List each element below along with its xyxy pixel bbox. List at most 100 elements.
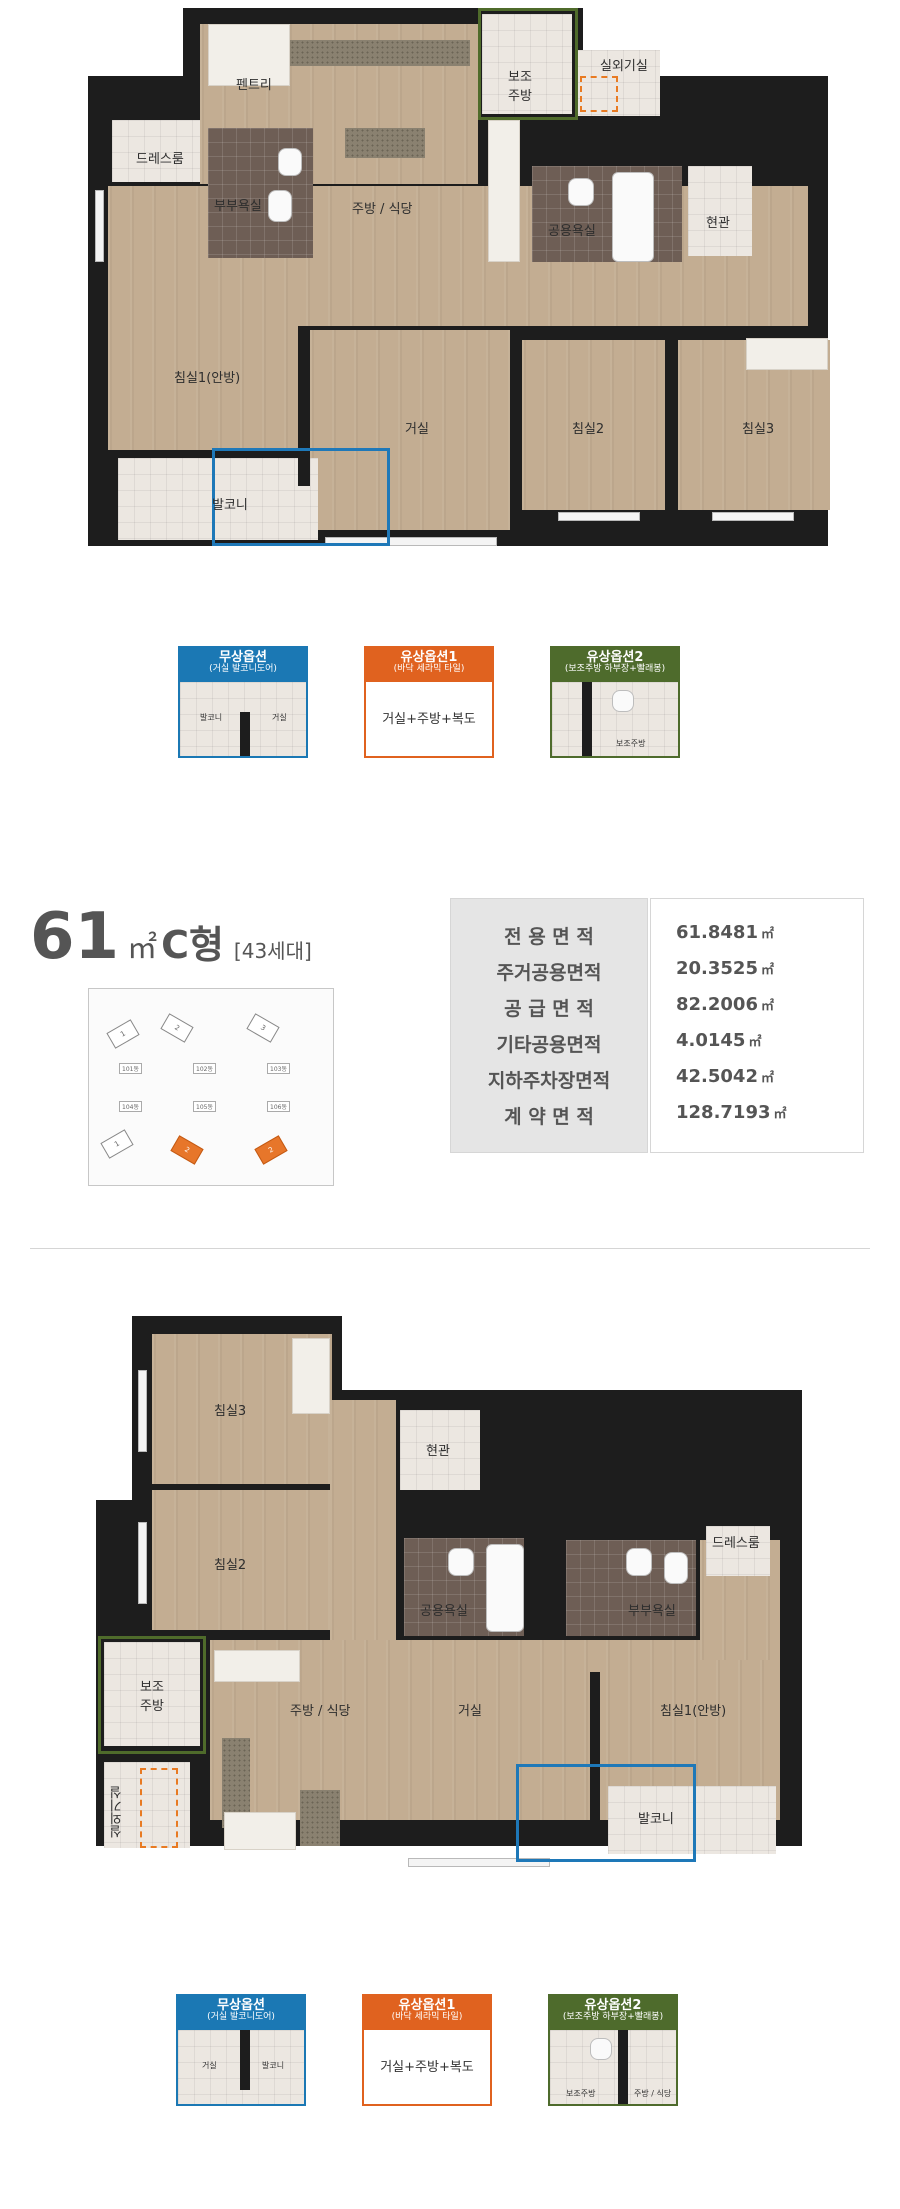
wall bbox=[618, 2030, 628, 2104]
room-label-entrance: 현관 bbox=[706, 216, 730, 231]
balcony-floor bbox=[608, 1786, 776, 1854]
balcony-door-highlight bbox=[212, 448, 390, 546]
unit-area-mark: ㎡ bbox=[127, 931, 158, 966]
option-subtitle: (보조주방 하부장+빨래봉) bbox=[562, 2012, 664, 2023]
building-tag: 102동 bbox=[193, 1063, 216, 1074]
dress-room-floor bbox=[706, 1526, 770, 1576]
floor-plan-top: 펜트리 보조 주방 실외기실 드레스룸 부부욕실 주방 / 식당 공용욕실 현관… bbox=[0, 0, 900, 560]
option-header: 유상옵션2 (보조주방 하부장+빨래봉) bbox=[550, 1996, 676, 2030]
room-label-aux-kitchen: 보조 주방 bbox=[508, 70, 532, 104]
common-bath-sink bbox=[568, 178, 594, 206]
window bbox=[558, 512, 640, 521]
room-label-bed3: 침실3 bbox=[214, 1404, 247, 1419]
option-title: 유상옵션2 bbox=[584, 1998, 642, 2013]
area-value: 20.3525 bbox=[676, 958, 758, 979]
room-label-bed2: 침실2 bbox=[214, 1558, 247, 1573]
area-unit: ㎡ bbox=[748, 1035, 762, 1050]
common-bath-tub bbox=[612, 172, 654, 262]
room-label-pantry: 펜트리 bbox=[236, 78, 272, 93]
thumb-label: 거실 bbox=[202, 2061, 217, 2070]
option-body: 거실+주방+복도 bbox=[366, 682, 492, 756]
building-icon: 3 bbox=[246, 1013, 280, 1043]
wall bbox=[582, 682, 592, 756]
option-subtitle: (거실 발코니도어) bbox=[207, 2012, 275, 2023]
option-card-paid-1: 유상옵션1 (바닥 세라믹 타일) 거실+주방+복도 bbox=[364, 646, 494, 758]
room-label-balcony: 발코니 bbox=[212, 498, 248, 513]
area-values-column bbox=[650, 898, 864, 1153]
thumb-label: 발코니 bbox=[200, 713, 223, 722]
common-bath-sink bbox=[448, 1548, 474, 1576]
wall bbox=[240, 2030, 250, 2090]
room-label-master-bath: 부부욕실 bbox=[628, 1604, 676, 1619]
option-subtitle: (바닥 세라믹 타일) bbox=[393, 664, 465, 675]
area-label: 지하주차장면적 bbox=[487, 1070, 611, 1092]
building-icon-highlighted: 2 bbox=[254, 1135, 288, 1165]
area-unit: ㎡ bbox=[760, 963, 774, 978]
option-subtitle: (거실 발코니도어) bbox=[209, 664, 277, 675]
option-subtitle: (보조주방 하부장+빨래봉) bbox=[564, 664, 666, 675]
area-label: 공 급 면 적 bbox=[504, 998, 594, 1020]
room-label-common-bath: 공용욕실 bbox=[420, 1604, 468, 1619]
area-label: 전 용 면 적 bbox=[504, 926, 594, 948]
option-title: 무상옵션 bbox=[217, 1998, 265, 2013]
building-icon: 1 bbox=[106, 1019, 140, 1049]
option-thumbnail: 거실 발코니 bbox=[178, 2030, 304, 2104]
dress-room-floor bbox=[112, 120, 200, 182]
option-subtitle: (바닥 세라믹 타일) bbox=[391, 2012, 463, 2023]
room-label-bed1: 침실1(안방) bbox=[660, 1704, 727, 1719]
building-tag: 105동 bbox=[193, 1101, 216, 1112]
master-bath-floor bbox=[566, 1540, 696, 1636]
utility-floor bbox=[104, 1762, 190, 1848]
room-label-bed3: 침실3 bbox=[742, 422, 775, 437]
master-bath-sink bbox=[626, 1548, 652, 1576]
site-map: 1 2 3 101동 102동 103동 104동 105동 106동 1 2 … bbox=[88, 988, 334, 1186]
area-label: 기타공용면적 bbox=[496, 1034, 602, 1056]
wall bbox=[298, 326, 310, 486]
entrance-floor bbox=[400, 1410, 480, 1490]
utility-hatch bbox=[580, 76, 618, 112]
building-icon: 1 bbox=[100, 1129, 134, 1159]
building-tag: 103동 bbox=[267, 1063, 290, 1074]
wall bbox=[510, 330, 522, 530]
area-table: 전 용 면 적 주거공용면적 공 급 면 적 기타공용면적 지하주차장면적 계 … bbox=[450, 898, 864, 1153]
unit-type: C형 bbox=[161, 923, 224, 967]
unit-size: 61 bbox=[30, 900, 120, 974]
option-title: 유상옵션2 bbox=[586, 650, 644, 665]
pantry-shelf bbox=[208, 24, 290, 86]
option-title: 유상옵션1 bbox=[400, 650, 458, 665]
room-label-utility: 실외기실 bbox=[600, 59, 648, 74]
kitchen-counter bbox=[290, 40, 470, 66]
thumb-sink bbox=[590, 2038, 612, 2060]
option-body-text: 거실+주방+복도 bbox=[380, 2060, 474, 2075]
building-tag: 106동 bbox=[267, 1101, 290, 1112]
area-unit: ㎡ bbox=[760, 927, 774, 942]
room-label-living: 거실 bbox=[405, 422, 429, 437]
window bbox=[325, 537, 497, 546]
option-card-free: 무상옵션 (거실 발코니도어) 발코니 거실 bbox=[178, 646, 308, 758]
master-bath-toilet bbox=[268, 190, 292, 222]
room-label-master-bath: 부부욕실 bbox=[214, 199, 262, 214]
area-value: 4.0145 bbox=[676, 1030, 746, 1051]
room-label-aux-kitchen: 보조 주방 bbox=[140, 1680, 164, 1714]
aux-kitchen-highlight bbox=[98, 1636, 206, 1754]
window bbox=[138, 1522, 147, 1604]
balcony-floor bbox=[118, 458, 318, 540]
option-header: 유상옵션2 (보조주방 하부장+빨래봉) bbox=[552, 648, 678, 682]
room-label-entrance: 현관 bbox=[426, 1444, 450, 1459]
room-label-utility: 실외기실 bbox=[110, 1786, 125, 1838]
entrance-floor bbox=[688, 166, 752, 256]
wall bbox=[240, 712, 250, 756]
aux-kitchen-floor bbox=[482, 14, 572, 114]
thumb-label: 거실 bbox=[272, 713, 287, 722]
building-tag: 101동 bbox=[119, 1063, 142, 1074]
master-bath-floor bbox=[208, 128, 313, 258]
option-thumbnail: 발코니 거실 bbox=[180, 682, 306, 756]
fridge-space bbox=[224, 1812, 296, 1850]
option-header: 유상옵션1 (바닥 세라믹 타일) bbox=[366, 648, 492, 682]
